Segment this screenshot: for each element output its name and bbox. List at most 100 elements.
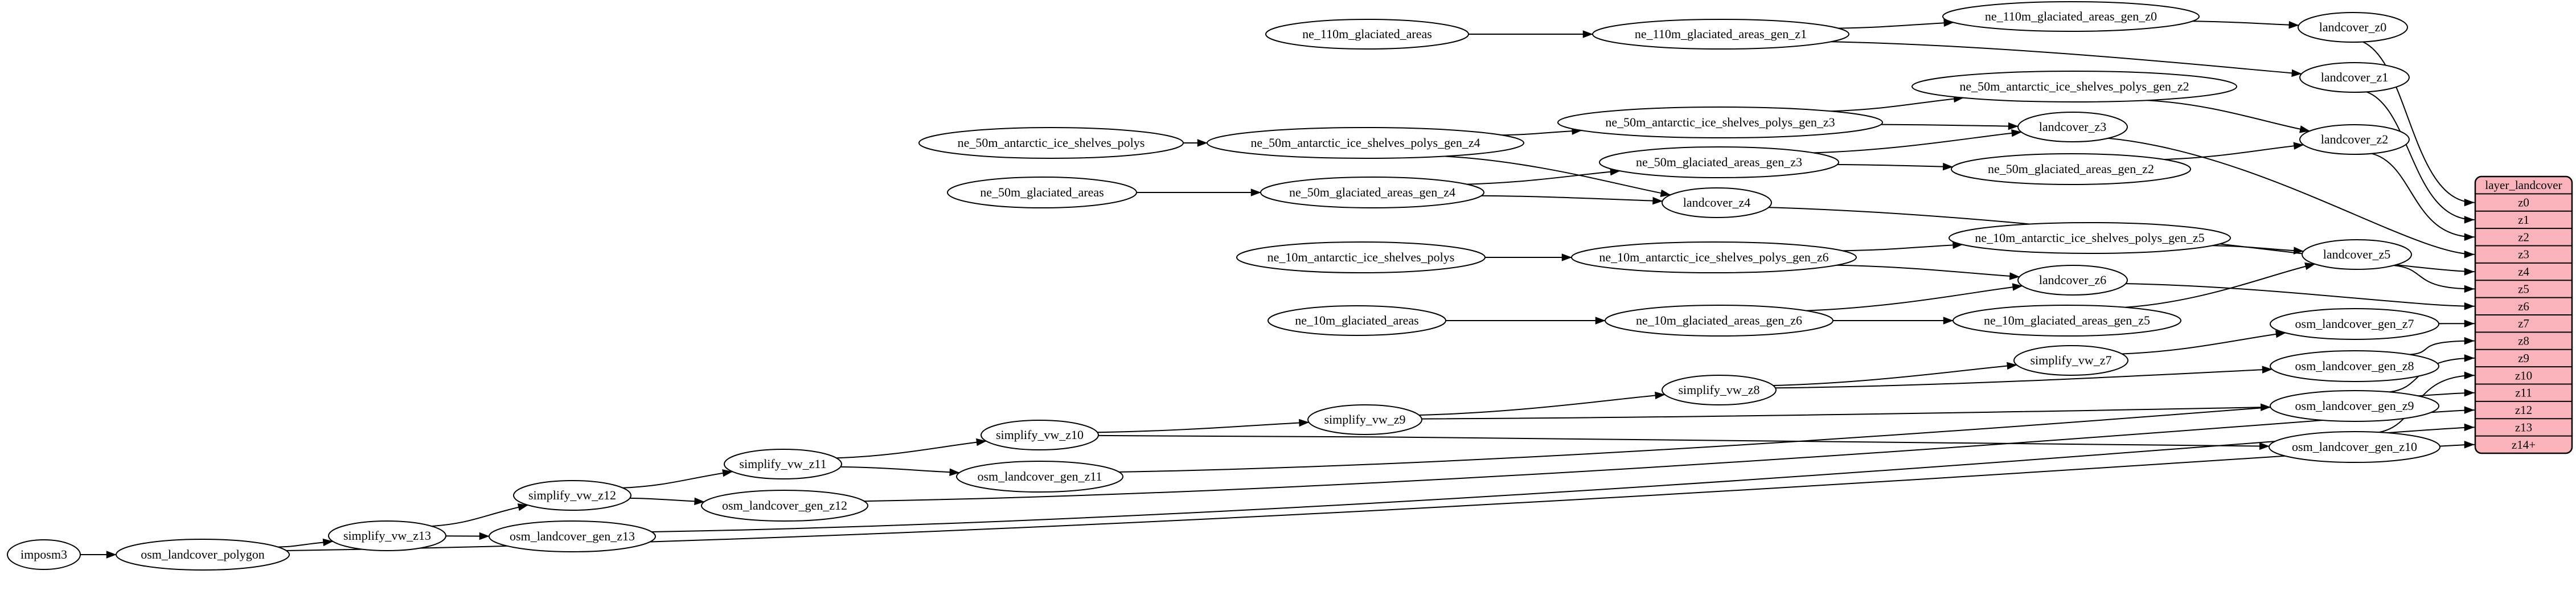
node-simplify_vw_z12: simplify_vw_z12 [513,480,631,511]
node-label-ne_50m_glaciated_areas: ne_50m_glaciated_areas [980,185,1104,199]
node-ellipse-landcover_z3 [2017,112,2128,142]
edge-osm_landcover_polygon-to-simplify_vw_z13 [277,538,334,548]
node-ellipse-osm_landcover_gen_z13 [489,520,656,552]
node-label-ne_10m_antarctic_ice_shelves_polys: ne_10m_antarctic_ice_shelves_polys [1268,250,1455,264]
node-ne_50m_antarctic_ice_shelves_polys_gen_z4: ne_50m_antarctic_ice_shelves_polys_gen_z… [1207,127,1524,159]
node-ne_110m_glaciated_areas_gen_z1: ne_110m_glaciated_areas_gen_z1 [1592,19,1849,50]
layer-landcover-table: layer_landcoverz0z1z2z3z4z5z6z7z8z9z10z1… [2474,175,2573,454]
node-label-ne_50m_glaciated_areas_gen_z3: ne_50m_glaciated_areas_gen_z3 [1636,155,1802,169]
row-label-z8: z8 [2518,334,2529,348]
row-label-z3: z3 [2518,248,2529,261]
node-label-ne_10m_antarctic_ice_shelves_polys_gen_z6: ne_10m_antarctic_ice_shelves_polys_gen_z… [1599,250,1828,264]
node-ellipse-ne_10m_antarctic_ice_shelves_polys_gen_z5 [1949,222,2231,254]
node-imposm3: imposm3 [7,539,81,570]
node-landcover_z1: landcover_z1 [2299,62,2410,93]
node-landcover_z2: landcover_z2 [2299,124,2410,155]
edge-simplify_vw_z8-to-osm_landcover_gen_z8 [1775,366,2273,389]
node-label-ne_110m_glaciated_areas: ne_110m_glaciated_areas [1302,27,1432,41]
row-label-z13: z13 [2515,420,2532,434]
node-label-osm_landcover_gen_z8: osm_landcover_gen_z8 [2295,359,2414,373]
layer-landcover-row-z14plus: z14+ [2475,435,2572,452]
node-simplify_vw_z10: simplify_vw_z10 [981,420,1099,450]
layer-landcover-row-z13: z13 [2475,418,2572,434]
node-ellipse-simplify_vw_z11 [724,449,842,479]
node-ne_50m_antarctic_ice_shelves_polys: ne_50m_antarctic_ice_shelves_polys [918,127,1184,159]
node-osm_landcover_gen_z12: osm_landcover_gen_z12 [701,490,868,522]
row-label-z6: z6 [2518,300,2529,313]
table-layer: layer_landcoverz0z1z2z3z4z5z6z7z8z9z10z1… [2474,175,2573,454]
node-landcover_z6: landcover_z6 [2017,265,2128,296]
edge-osm_landcover_gen_z13-to-layer_landcover-z13 [651,423,2475,532]
node-ellipse-landcover_z4 [1662,187,1772,218]
edge-simplify_vw_z8-to-simplify_vw_z7 [1773,362,2017,386]
node-ellipse-ne_50m_glaciated_areas_gen_z3 [1599,146,1839,178]
edge-simplify_vw_z9-to-simplify_vw_z8 [1418,391,1666,416]
node-landcover_z3: landcover_z3 [2017,112,2128,142]
edge-landcover_z6-to-layer_landcover-z6 [2125,283,2475,310]
node-label-landcover_z1: landcover_z1 [2321,70,2389,84]
edge-landcover_z0-to-layer_landcover-z0 [2362,41,2475,207]
row-label-z0: z0 [2518,196,2529,210]
node-label-landcover_z0: landcover_z0 [2319,20,2387,34]
node-label-ne_10m_glaciated_areas_gen_z5: ne_10m_glaciated_areas_gen_z5 [1984,313,2150,327]
row-label-z14plus: z14+ [2512,438,2536,452]
edge-simplify_vw_z12-to-simplify_vw_z11 [622,469,733,489]
node-ellipse-osm_landcover_gen_z10 [2269,431,2440,463]
node-simplify_vw_z11: simplify_vw_z11 [724,449,842,479]
node-osm_landcover_gen_z13: osm_landcover_gen_z13 [489,520,656,552]
node-ellipse-osm_landcover_gen_z9 [2270,390,2439,422]
node-label-ne_50m_antarctic_ice_shelves_polys_gen_z2: ne_50m_antarctic_ice_shelves_polys_gen_z… [1959,79,2189,93]
edge-ne_10m_antarctic_ice_shelves_polys_gen_z5-to-landcover_z5 [2212,245,2304,255]
node-ellipse-osm_landcover_gen_z8 [2270,350,2439,382]
edge-ne_10m_antarctic_ice_shelves_polys_gen_z6-to-landcover_z6 [1836,264,2020,280]
node-label-ne_50m_antarctic_ice_shelves_polys_gen_z3: ne_50m_antarctic_ice_shelves_polys_gen_z… [1605,115,1835,129]
edge-ne_50m_glaciated_areas_gen_z4-to-ne_50m_glaciated_areas_gen_z3 [1466,167,1621,185]
node-label-simplify_vw_z13: simplify_vw_z13 [343,528,431,543]
layer-landcover-row-z0: z0 [2475,193,2572,210]
node-label-simplify_vw_z10: simplify_vw_z10 [996,428,1084,442]
node-ellipse-landcover_z5 [2302,239,2412,270]
node-label-osm_landcover_gen_z7: osm_landcover_gen_z7 [2295,317,2414,331]
node-ellipse-ne_50m_antarctic_ice_shelves_polys_gen_z4 [1207,127,1524,159]
node-ellipse-landcover_z6 [2017,265,2128,296]
layer-landcover-row-z11: z11 [2475,383,2572,400]
node-ellipse-ne_10m_antarctic_ice_shelves_polys [1236,241,1486,273]
layer-landcover-row-z5: z5 [2475,280,2572,296]
node-label-osm_landcover_gen_z11: osm_landcover_gen_z11 [977,469,1102,483]
node-ellipse-simplify_vw_z8 [1662,375,1777,405]
node-ellipse-osm_landcover_gen_z12 [701,490,868,522]
edge-ne_50m_glaciated_areas_gen_z4-to-landcover_z4 [1480,195,1663,205]
edge-ne_10m_antarctic_ice_shelves_polys_gen_z6-to-ne_10m_antarctic_ice_shelves_polys_gen_z5 [1841,241,1963,252]
node-label-ne_10m_glaciated_areas: ne_10m_glaciated_areas [1295,313,1418,327]
node-label-landcover_z3: landcover_z3 [2039,120,2107,134]
node-osm_landcover_gen_z10: osm_landcover_gen_z10 [2269,431,2440,463]
node-ellipse-ne_50m_antarctic_ice_shelves_polys_gen_z2 [1912,71,2237,102]
node-label-imposm3: imposm3 [20,547,67,561]
node-ne_50m_glaciated_areas_gen_z4: ne_50m_glaciated_areas_gen_z4 [1260,177,1484,208]
node-label-simplify_vw_z11: simplify_vw_z11 [739,457,826,471]
node-osm_landcover_polygon: osm_landcover_polygon [116,539,290,571]
node-ellipse-ne_10m_glaciated_areas_gen_z6 [1605,305,1833,337]
node-ellipse-osm_landcover_polygon [116,539,290,571]
node-ellipse-ne_50m_antarctic_ice_shelves_polys [918,127,1184,159]
layer-landcover-row-z12: z12 [2475,400,2572,417]
node-ne_50m_antarctic_ice_shelves_polys_gen_z2: ne_50m_antarctic_ice_shelves_polys_gen_z… [1912,71,2237,102]
layer-landcover-row-z7: z7 [2475,314,2572,330]
edge-ne_50m_antarctic_ice_shelves_polys_gen_z4-to-landcover_z4 [1443,155,1671,197]
node-label-landcover_z2: landcover_z2 [2321,132,2389,146]
node-osm_landcover_gen_z7: osm_landcover_gen_z7 [2270,308,2439,340]
node-landcover_z0: landcover_z0 [2298,12,2408,43]
edge-ne_50m_antarctic_ice_shelves_polys_gen_z2-to-landcover_z2 [2146,100,2311,133]
row-label-z1: z1 [2518,213,2529,227]
node-label-ne_110m_glaciated_areas_gen_z1: ne_110m_glaciated_areas_gen_z1 [1635,27,1807,41]
node-osm_landcover_gen_z8: osm_landcover_gen_z8 [2270,350,2439,382]
node-ellipse-ne_10m_glaciated_areas [1268,305,1446,336]
edge-ne_50m_glaciated_areas_gen_z3-to-landcover_z3 [1812,129,2022,154]
node-ellipse-simplify_vw_z12 [513,480,631,511]
node-label-osm_landcover_gen_z13: osm_landcover_gen_z13 [510,529,635,543]
edge-simplify_vw_z10-to-simplify_vw_z9 [1097,419,1310,433]
row-label-z7: z7 [2518,317,2529,330]
edge-ne_10m_glaciated_areas_gen_z6-to-landcover_z6 [1805,283,2023,311]
edges-layer [80,19,2475,559]
